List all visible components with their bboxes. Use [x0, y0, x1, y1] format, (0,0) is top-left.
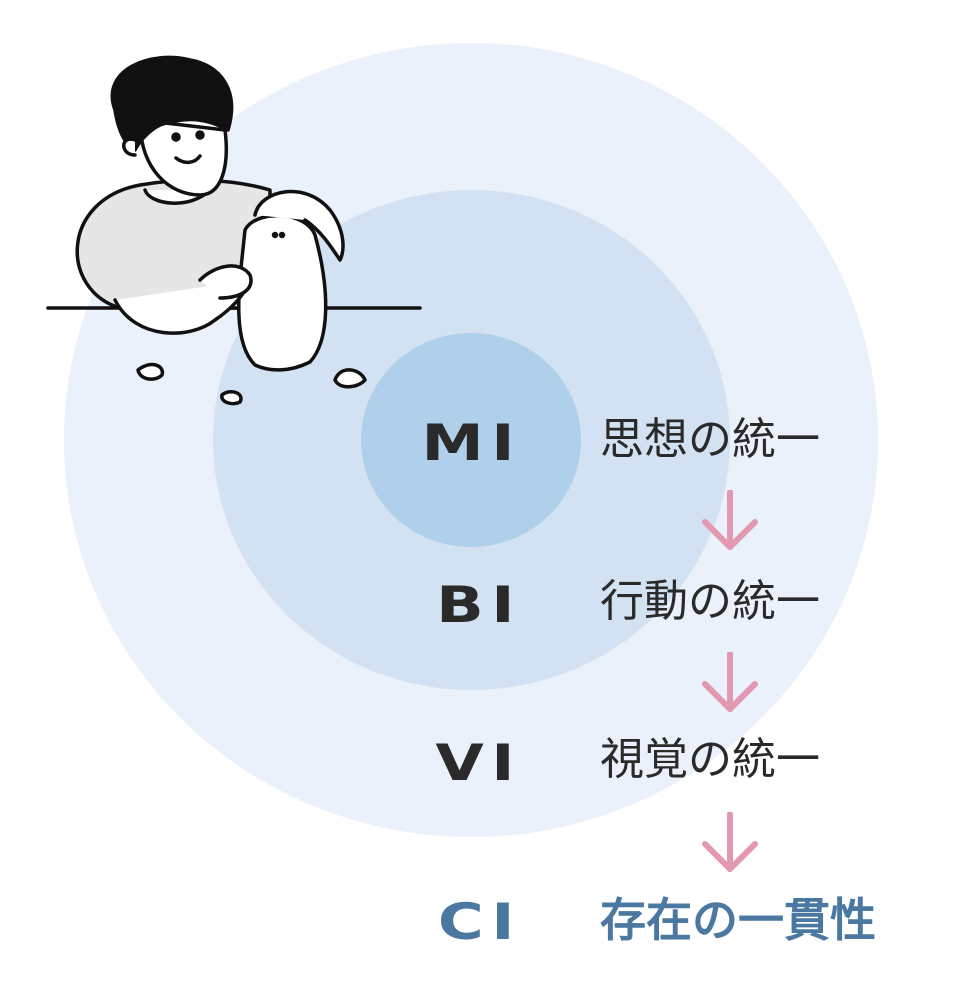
bi-description: 行動の統一	[600, 576, 820, 627]
mi-label: MI	[421, 414, 522, 472]
person-illustration	[46, 55, 422, 406]
bi-label: BI	[436, 576, 522, 634]
arrow-down-icon	[702, 812, 758, 872]
mi-description: 思想の統一	[600, 414, 820, 465]
ci-label: CI	[437, 893, 522, 951]
arrow-down-icon	[702, 490, 758, 550]
arrow-down-icon	[702, 652, 758, 712]
inner-circle-mi	[361, 333, 581, 547]
vi-description: 視覚の統一	[600, 734, 820, 785]
vi-label: VI	[435, 734, 522, 792]
ci-description: 存在の一貫性	[600, 893, 876, 947]
